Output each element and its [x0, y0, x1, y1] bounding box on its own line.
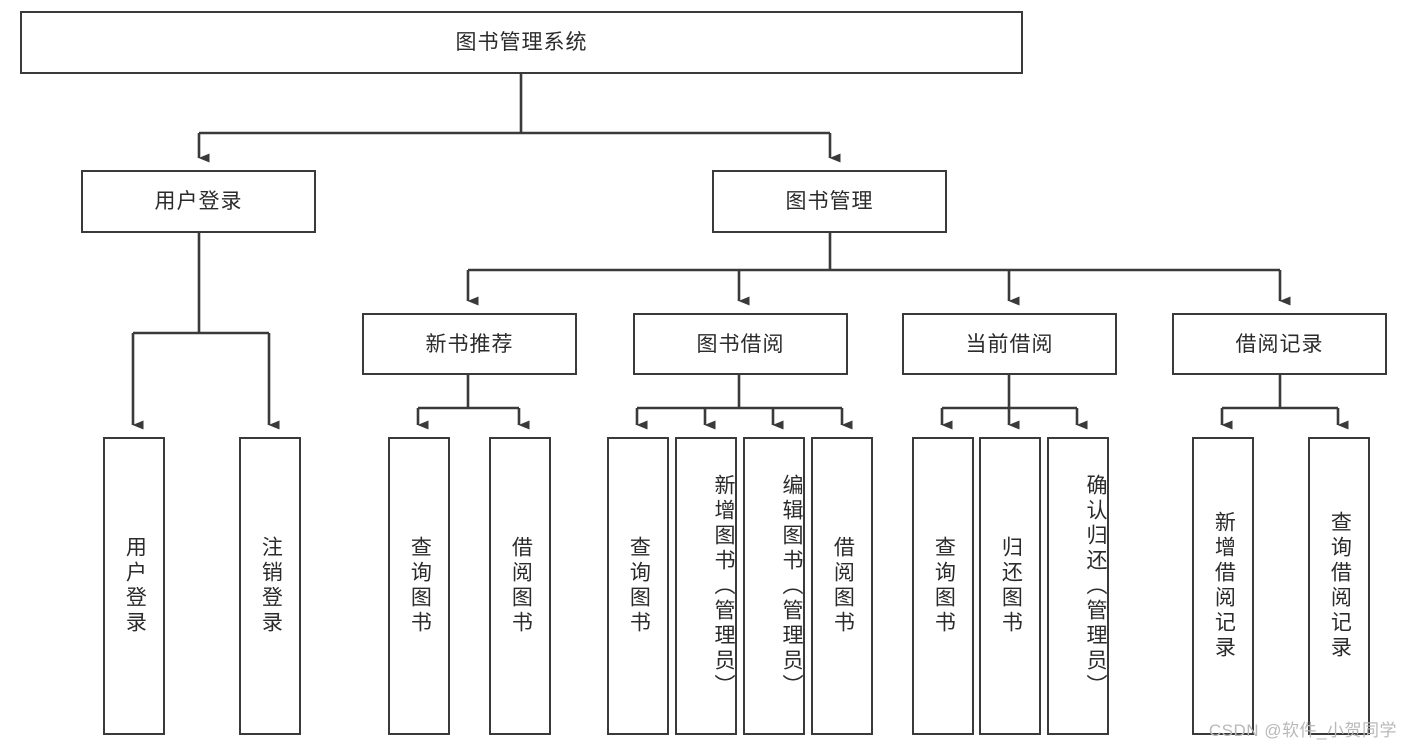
leaf-record-add-borrow-record[interactable]: 新增借阅记录 [1192, 437, 1254, 735]
node-label: 编辑图书（管理员） [780, 473, 803, 699]
leaf-borrow-query-book[interactable]: 查询图书 [607, 437, 669, 735]
node-label: 用户登录 [123, 536, 147, 636]
node-label: 确认归还（管理员） [1084, 473, 1107, 699]
leaf-current-return-book[interactable]: 归还图书 [979, 437, 1041, 735]
leaf-borrow-add-book-admin[interactable]: 新增图书（管理员） [675, 437, 737, 735]
node-current-borrow[interactable]: 当前借阅 [902, 313, 1117, 375]
node-label: 查询图书 [408, 536, 432, 636]
node-root-library-system[interactable]: 图书管理系统 [20, 11, 1023, 74]
node-label: 用户登录 [154, 190, 243, 213]
leaf-current-query-book[interactable]: 查询图书 [912, 437, 974, 735]
node-label: 图书借阅 [696, 332, 785, 356]
node-label: 新增借阅记录 [1212, 511, 1236, 661]
leaf-user-login-logout[interactable]: 注销登录 [239, 437, 301, 735]
node-user-login[interactable]: 用户登录 [81, 170, 316, 233]
node-label: 图书管理 [785, 190, 874, 213]
leaf-borrow-borrow-book[interactable]: 借阅图书 [811, 437, 873, 735]
node-label: 当前借阅 [965, 332, 1054, 356]
leaf-user-login-login[interactable]: 用户登录 [103, 437, 165, 735]
node-label: 借阅记录 [1235, 332, 1324, 356]
watermark-text: CSDN @软件_小贺同学 [1208, 721, 1397, 740]
leaf-borrow-edit-book-admin[interactable]: 编辑图书（管理员） [743, 437, 805, 735]
leaf-recommend-query-book[interactable]: 查询图书 [388, 437, 450, 735]
node-new-book-recommend[interactable]: 新书推荐 [362, 313, 577, 375]
node-label: 归还图书 [999, 536, 1023, 636]
node-label: 借阅图书 [831, 536, 855, 636]
node-book-borrow[interactable]: 图书借阅 [633, 313, 848, 375]
node-label: 新书推荐 [425, 332, 514, 356]
node-label: 查询图书 [932, 536, 956, 636]
node-label: 查询借阅记录 [1328, 511, 1352, 661]
leaf-record-query-borrow-record[interactable]: 查询借阅记录 [1308, 437, 1370, 735]
leaf-recommend-borrow-book[interactable]: 借阅图书 [489, 437, 551, 735]
node-label: 图书管理系统 [455, 31, 588, 54]
node-book-management[interactable]: 图书管理 [712, 170, 947, 233]
node-label: 新增图书（管理员） [712, 473, 735, 699]
node-label: 借阅图书 [509, 536, 533, 636]
node-label: 查询图书 [627, 536, 651, 636]
node-borrow-record[interactable]: 借阅记录 [1172, 313, 1387, 375]
leaf-current-confirm-return-admin[interactable]: 确认归还（管理员） [1047, 437, 1109, 735]
node-label: 注销登录 [259, 536, 283, 636]
